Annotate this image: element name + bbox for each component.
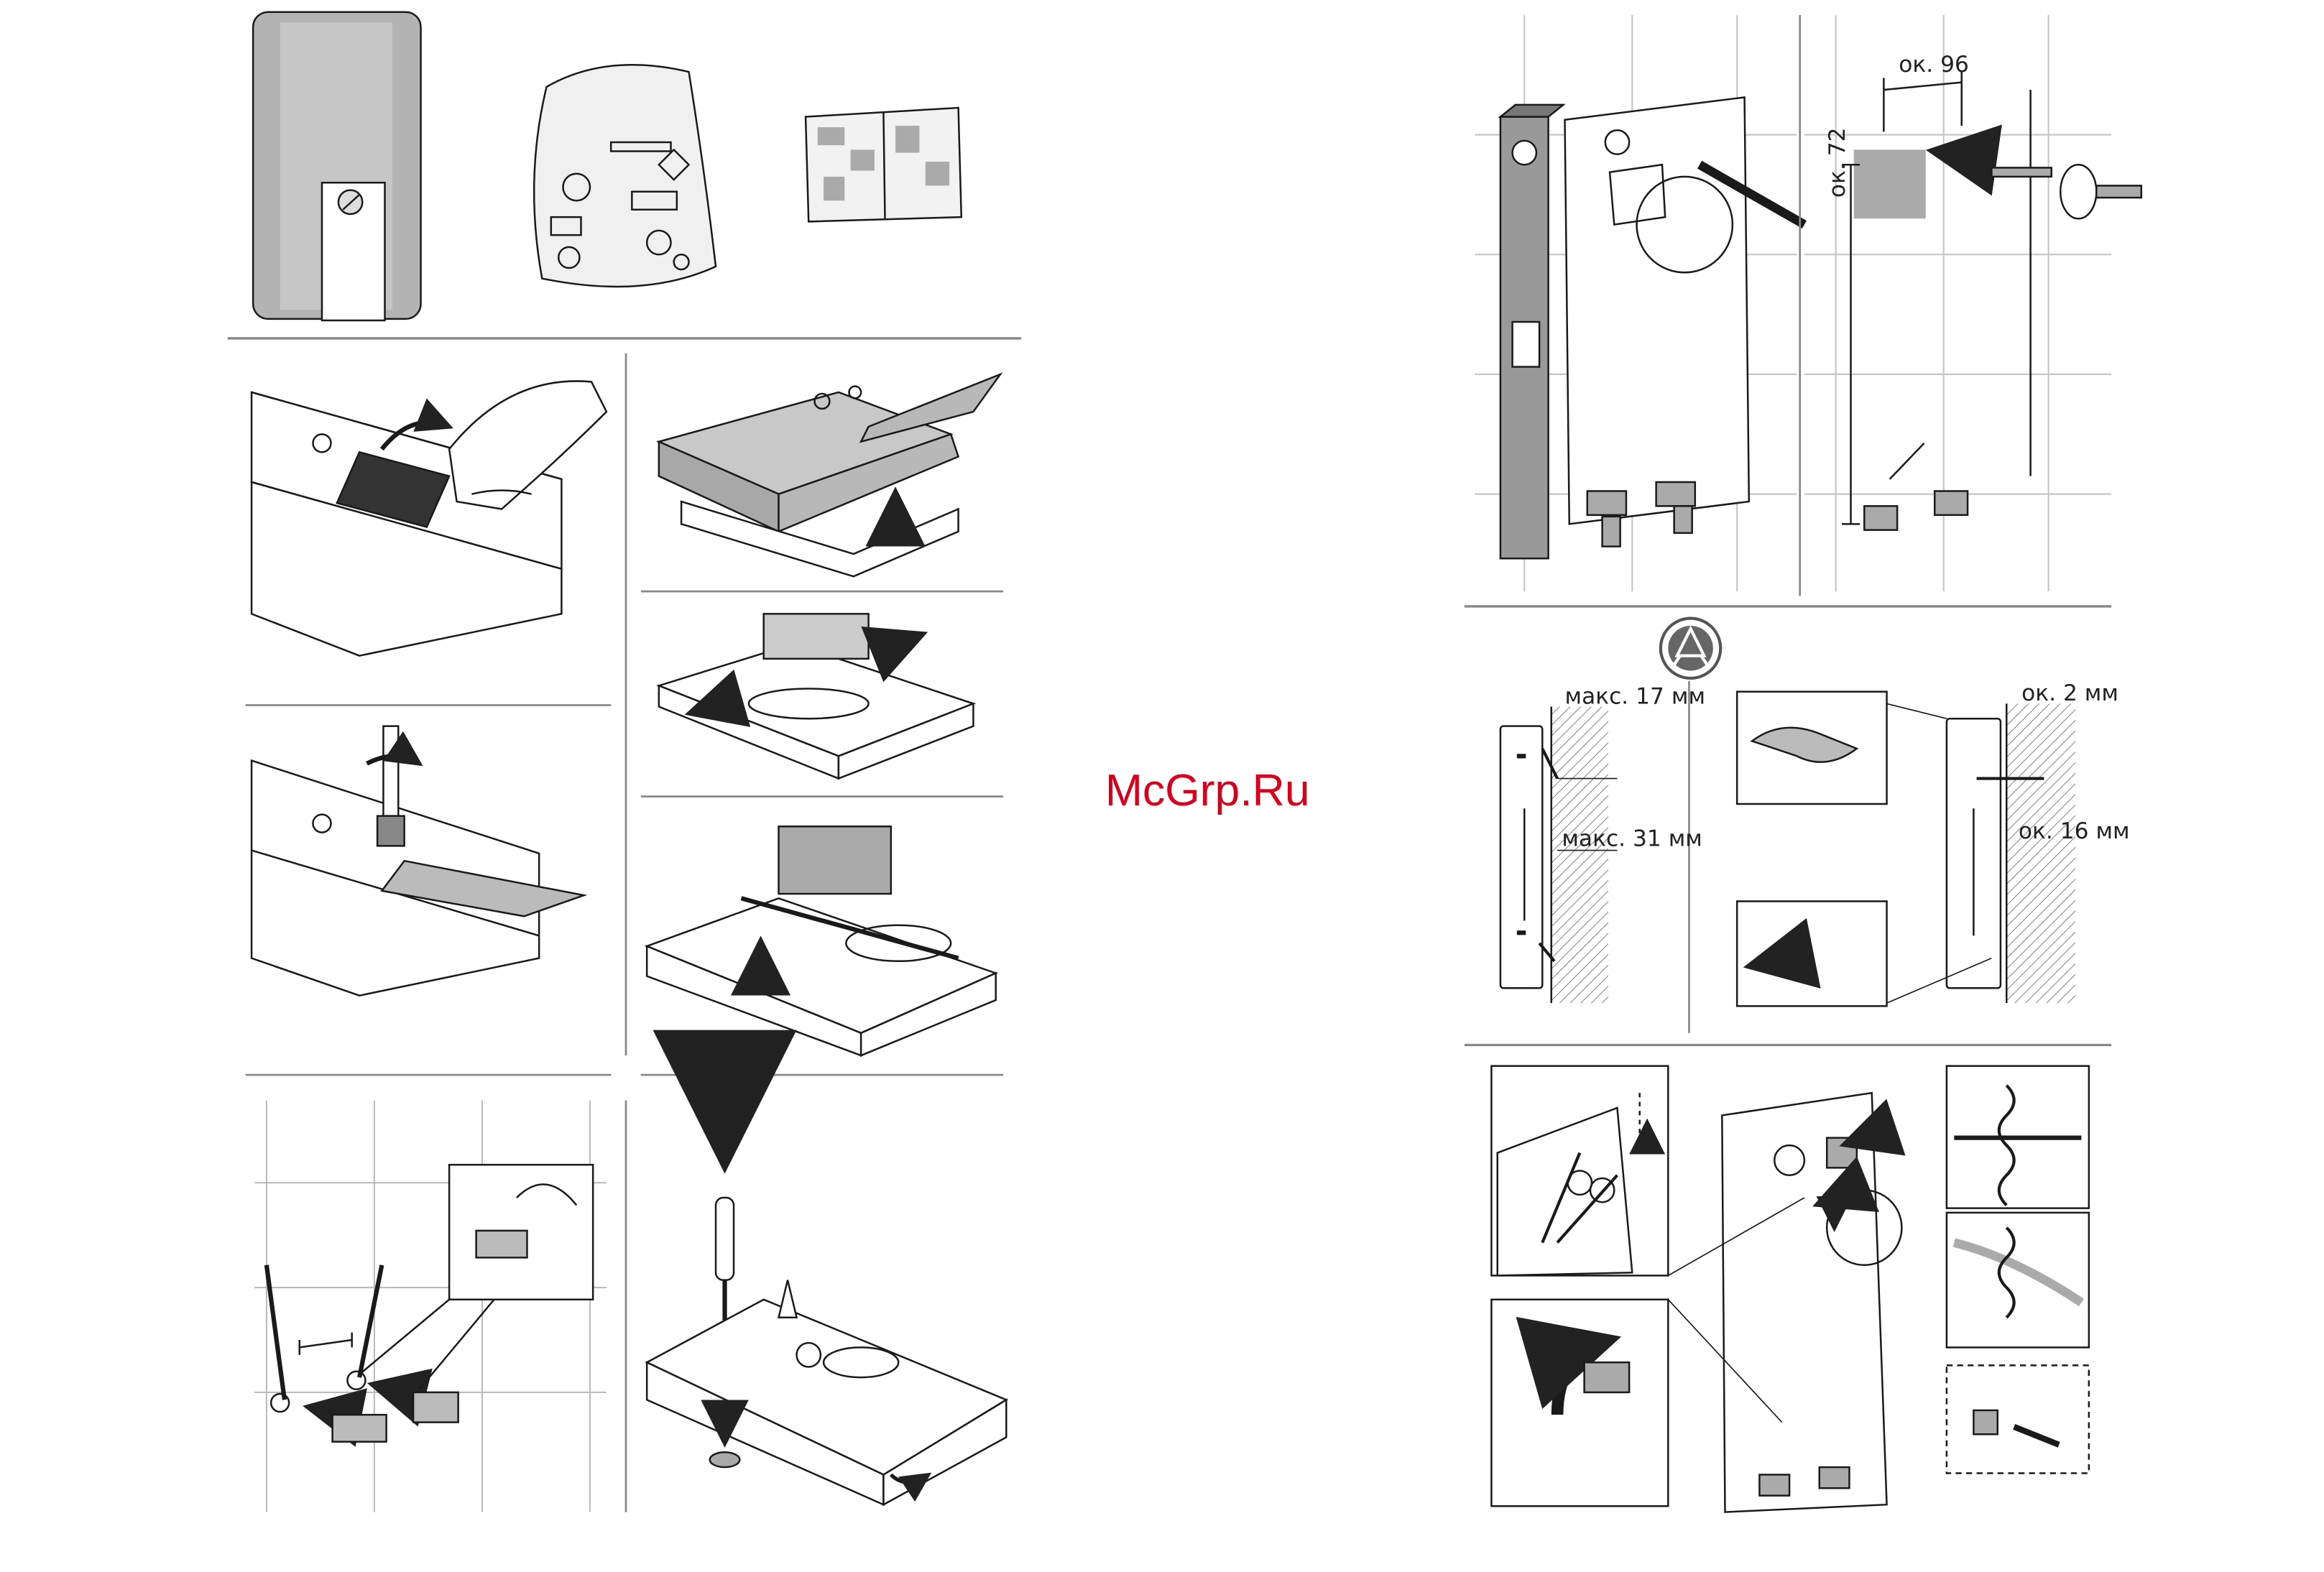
left-page [228, 12, 1021, 1512]
right-page: ок. 96 ок. 72 макс. 17 мм макс. 31 мм [1465, 15, 2141, 1512]
dim-ok96: ок. 96 [1899, 52, 1969, 78]
step-lift-cover [659, 374, 1000, 576]
dim-ok72: ок. 72 [1825, 127, 1850, 198]
step-drill-dimensions: ок. 96 ок. 72 [1804, 15, 2141, 591]
step-install-valves [254, 1101, 607, 1512]
step-max-offsets: макс. 17 мм макс. 31 мм [1500, 683, 1705, 1003]
step-lift-element [647, 826, 996, 1055]
step-slide-electronics [659, 614, 974, 778]
water-heater-illustration [253, 12, 420, 320]
step-unscrew-cover [252, 726, 584, 996]
mounting-kit-bag-illustration [534, 65, 716, 287]
step-approx-offsets: ок. 2 мм ок. 16 мм [1737, 680, 2129, 1006]
step-break-out-hole [647, 1123, 1006, 1504]
dim-max31: макс. 31 мм [1562, 826, 1702, 851]
step-mark-drill-holes [1475, 15, 1804, 591]
step-remove-cap [252, 381, 607, 655]
dim-ok16: ок. 16 мм [2019, 818, 2130, 844]
dim-max17: макс. 17 мм [1565, 683, 1706, 709]
watermark: McGrp.Ru [1105, 765, 1310, 815]
water-drops-circle-icon [1661, 619, 1720, 678]
instruction-booklet-illustration [806, 108, 962, 221]
step-cable-entry [1491, 1066, 2088, 1512]
dim-ok2: ок. 2 мм [2021, 680, 2118, 706]
